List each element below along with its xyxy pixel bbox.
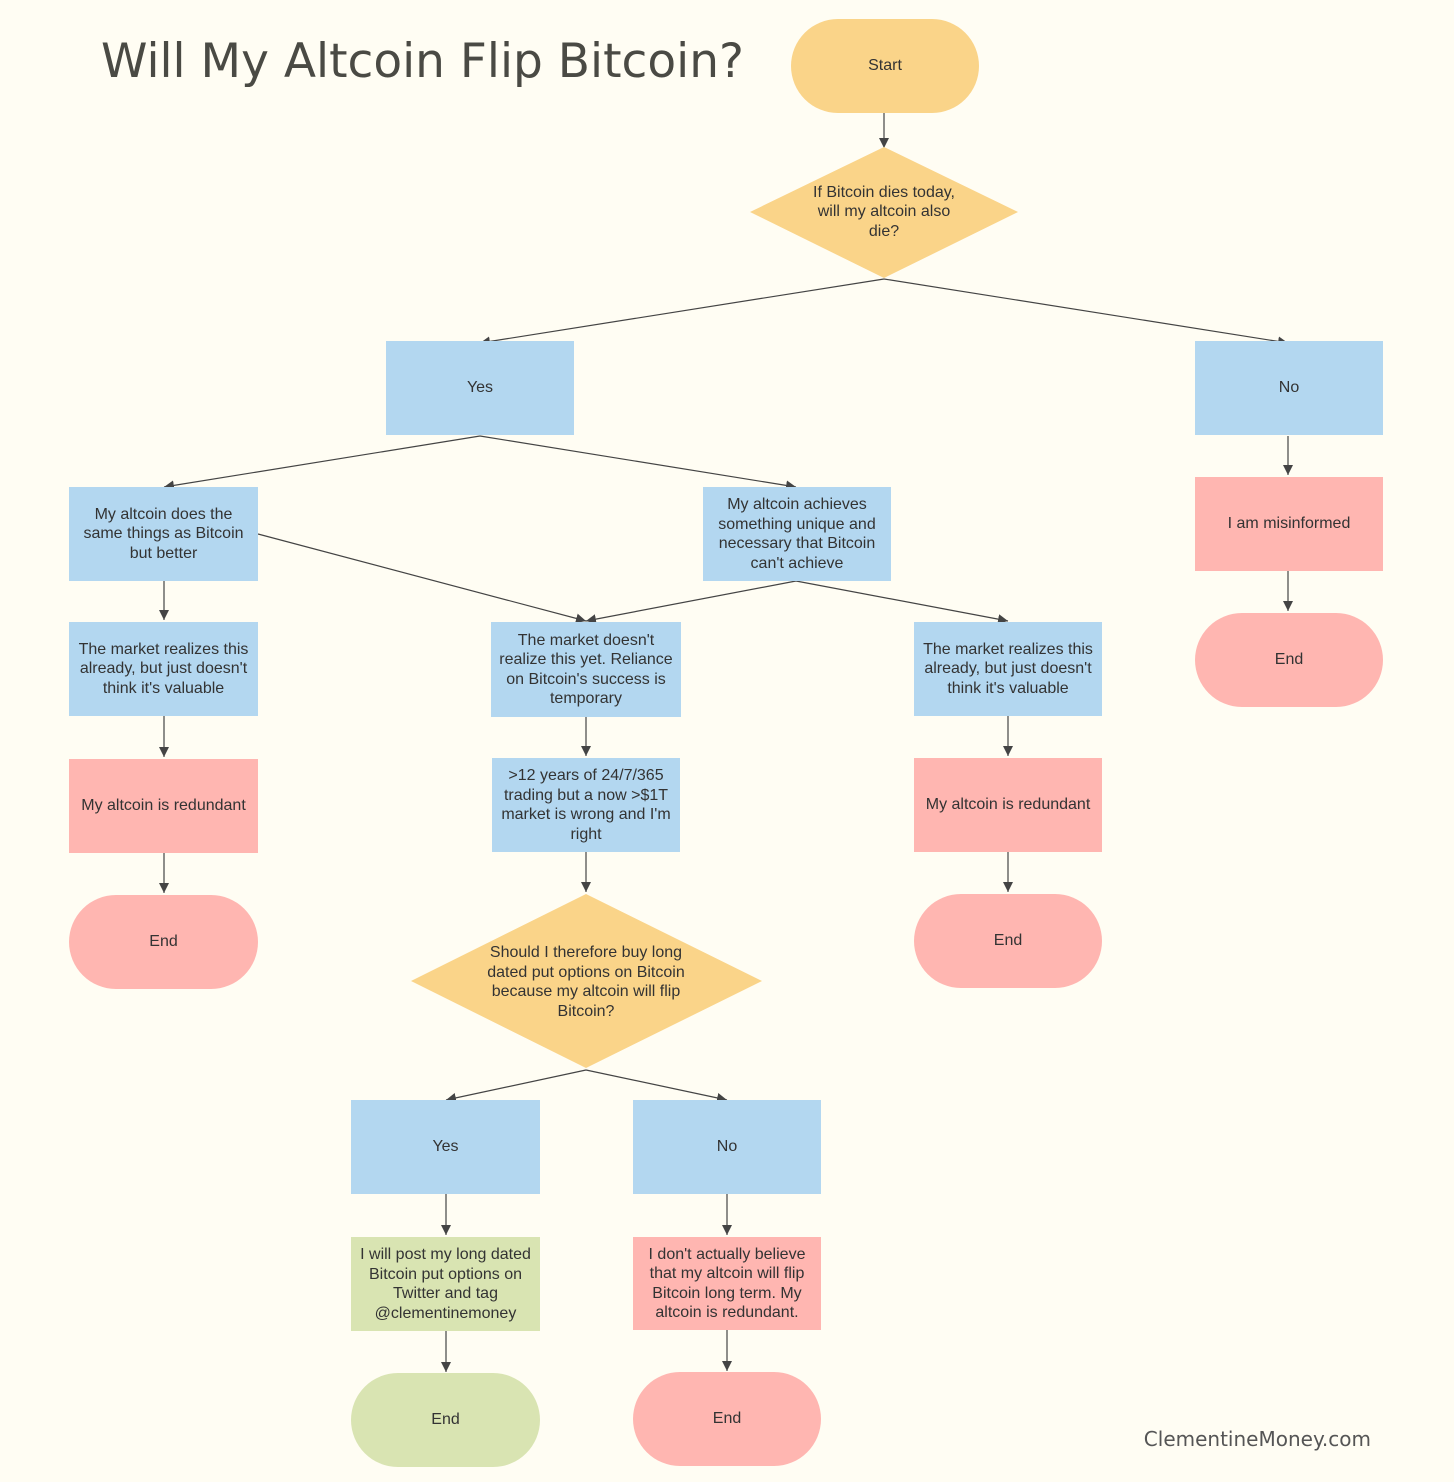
dont-believe-box: I don't actually believe that my altcoin… (633, 1237, 821, 1330)
edge-yes-unique (479, 435, 797, 491)
redundant-label-right: My altcoin is redundant (925, 796, 1091, 814)
end-label-green: End (431, 1411, 460, 1429)
decision-diamond-2 (411, 894, 762, 1068)
decision-1-label: If Bitcoin dies today, will my altcoin a… (813, 183, 955, 240)
end-terminal-right: End (1195, 613, 1383, 707)
yes-box-2: Yes (351, 1100, 540, 1194)
redundant-box-right: My altcoin is redundant (914, 758, 1102, 852)
yes-label-2: Yes (432, 1138, 459, 1156)
twelve-years-box: >12 years of 24/7/365 trading but a now … (492, 758, 680, 852)
misinformed-box: I am misinformed (1195, 477, 1383, 571)
misinformed-label: I am misinformed (1227, 515, 1351, 533)
end-label-right: End (1274, 651, 1304, 669)
twelve-years-label: >12 years of 24/7/365 trading but a now … (501, 767, 671, 843)
doesnt-realize-label: The market doesn't realize this yet. Rel… (499, 631, 673, 708)
yes-label-1: Yes (466, 379, 494, 397)
realizes-box-left: The market realizes this already, but ju… (69, 622, 258, 716)
start-label: Start (868, 57, 902, 75)
end-terminal-green: End (351, 1373, 540, 1467)
start-terminal: Start (791, 19, 979, 113)
unique-box: My altcoin achieves something unique and… (703, 487, 891, 581)
unique-label: My altcoin achieves something unique and… (718, 496, 876, 572)
end-terminal-left: End (69, 895, 258, 989)
realizes-label-left: The market realizes this already, but ju… (78, 640, 249, 697)
edge-q1-yes (479, 278, 885, 347)
edge-unique-realizes (795, 580, 1009, 625)
dont-believe-label: I don't actually believe that my altcoin… (648, 1245, 806, 1322)
edge-yes-better (163, 435, 481, 491)
edge-q2-no (585, 1069, 728, 1103)
better-label: My altcoin does the same things as Bitco… (83, 505, 244, 562)
redundant-label-left: My altcoin is redundant (81, 797, 246, 815)
end-terminal-bottom: End (633, 1372, 821, 1466)
decision-2-label: Should I therefore buy long dated put op… (487, 944, 685, 1020)
end-label-left: End (149, 933, 178, 951)
edge-q1-no (883, 278, 1289, 347)
realizes-box-right: The market realizes this already, but ju… (914, 622, 1102, 716)
no-box-2: No (633, 1100, 821, 1194)
better-box: My altcoin does the same things as Bitco… (69, 487, 258, 581)
footer-credit: ClementineMoney.com (1143, 1427, 1371, 1451)
page-title: Will My Altcoin Flip Bitcoin? (101, 34, 744, 89)
doesnt-realize-box: The market doesn't realize this yet. Rel… (491, 622, 681, 717)
end-terminal-mid-right: End (914, 894, 1102, 988)
redundant-box-left: My altcoin is redundant (69, 759, 258, 853)
edge-unique-doesnt (585, 580, 797, 625)
no-label-2: No (716, 1138, 738, 1156)
yes-box-1: Yes (386, 341, 574, 435)
post-twitter-label: I will post my long dated Bitcoin put op… (360, 1246, 531, 1322)
decision-diamond-1 (750, 147, 1018, 278)
realizes-label-right: The market realizes this already, but ju… (923, 640, 1093, 697)
no-box-1: No (1195, 341, 1383, 435)
edge-q2-yes (445, 1069, 587, 1103)
edge-better-doesnt (257, 533, 587, 624)
end-label-bottom: End (712, 1410, 742, 1428)
end-label-mid-right: End (993, 932, 1023, 950)
post-twitter-box: I will post my long dated Bitcoin put op… (351, 1237, 540, 1331)
no-label-1: No (1278, 379, 1300, 397)
